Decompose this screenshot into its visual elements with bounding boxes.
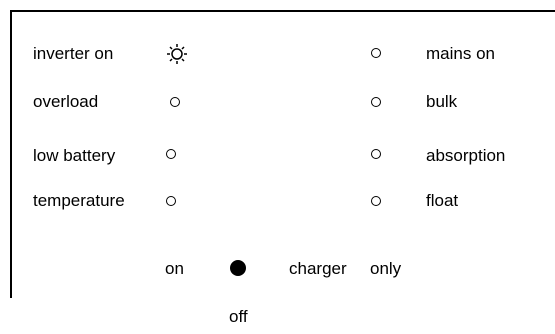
temperature-led-icon bbox=[166, 196, 176, 206]
overload-led-icon bbox=[170, 97, 180, 107]
label-temperature: temperature bbox=[33, 191, 125, 210]
label-bulk: bulk bbox=[426, 92, 458, 111]
switch-only-label[interactable]: only bbox=[370, 259, 402, 278]
inverter-on-led-icon bbox=[166, 43, 188, 65]
bulk-led-icon bbox=[371, 97, 381, 107]
label-low-battery: low battery bbox=[33, 146, 116, 165]
label-overload: overload bbox=[33, 92, 99, 111]
mode-switch-knob[interactable] bbox=[230, 260, 246, 276]
float-led-icon bbox=[371, 196, 381, 206]
control-panel-frame bbox=[10, 10, 555, 298]
switch-on-label[interactable]: on bbox=[165, 259, 184, 278]
mains-on-led-icon bbox=[371, 48, 381, 58]
low-battery-led-icon bbox=[166, 149, 176, 159]
label-absorption: absorption bbox=[426, 146, 506, 165]
label-float: float bbox=[426, 191, 459, 210]
switch-charger-label[interactable]: charger bbox=[289, 259, 347, 278]
label-mains-on: mains on bbox=[426, 44, 495, 63]
switch-off-label[interactable]: off bbox=[229, 307, 248, 326]
label-inverter-on: inverter on bbox=[33, 44, 114, 63]
absorption-led-icon bbox=[371, 149, 381, 159]
